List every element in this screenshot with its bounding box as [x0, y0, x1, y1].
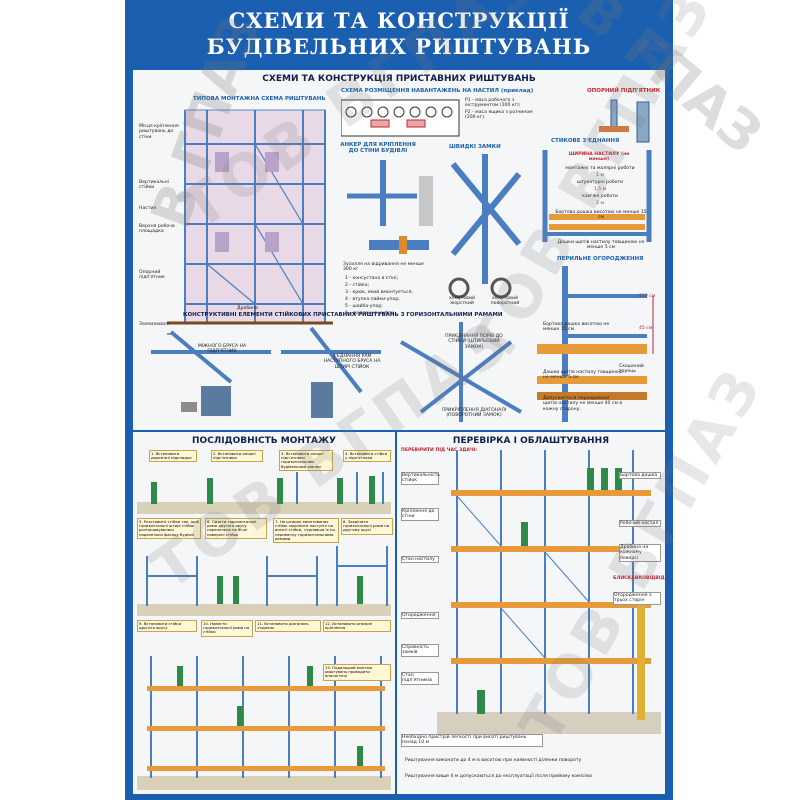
step-8: 8. Закріпити горизонтальні рами на друго…	[341, 518, 393, 535]
bottom-note-2: Риштування виконати до 4 м в висотою при…	[405, 758, 582, 763]
step-1: 1. Встановити дерев'яні підкладки	[149, 450, 197, 463]
step-6: 6. Одягти горизонтальні рами другого яру…	[205, 518, 267, 539]
load-scheme-diagram	[341, 99, 460, 137]
typical-scheme-title: ТИПОВА МОНТАЖНА СХЕМА РИШТУВАНЬ	[193, 96, 326, 102]
clamp-diagram	[448, 154, 522, 299]
elements-diagram	[151, 322, 523, 422]
step-9: 9. Встановити стійки другого ярусу	[137, 620, 197, 633]
scheme-label-ladder: Драбина	[237, 306, 258, 311]
step-5: 5. Розставити стійки так, щоб горизонтал…	[137, 518, 201, 539]
elements-title: КОНСТРУКТИВНІ ЕЛЕМЕНТИ СТІЙКОВИХ ПРИСТАВ…	[183, 312, 503, 318]
steps-row1-illustration	[137, 472, 391, 514]
anchor-diagram	[347, 160, 433, 254]
bottom-note-3: Риштування вище 4 м допускаються до експ…	[405, 774, 593, 779]
anchor-part-1: 1 - консустана в стіні;	[345, 276, 399, 281]
element-note-4: ПРИКРІПЛЕННЯ ДІАГОНАЛІ (ПОВОРОТНИЙ ЗАМОК…	[441, 408, 507, 419]
anchor-part-3: 3 - крюк, який вмонтується;	[345, 290, 413, 295]
poster: СХЕМИ ТА КОНСТРУКЦІЇ БУДІВЕЛЬНИХ РИШТУВА…	[125, 0, 673, 800]
scheme-label-5: Опорний підп'ятник	[139, 270, 165, 281]
plank-thickness-note: Дошки щитів настилу товщиною не менше 5 …	[543, 370, 623, 381]
anchor-part-6: 6 - кріплення муфти.	[345, 311, 396, 316]
clamp-swivel: хомутовий поворотний	[490, 296, 520, 307]
slope-note: Скошений торець	[619, 364, 644, 375]
poster-title-line1: СХЕМИ ТА КОНСТРУКЦІЇ	[228, 8, 570, 33]
steps-row3-illustration	[137, 656, 391, 790]
inspection-panel: ПЕРЕВІРКА І ОБЛАШТУВАННЯ ПЕРЕВІРИТИ ПІД …	[397, 432, 665, 794]
inspection-scaffold	[437, 450, 661, 734]
element-note-1: МІЖНОГО БРУСА НА ПІДП'ЯТНИК	[197, 344, 247, 355]
railing-title: ПЕРИЛЬНЕ ОГОРОДЖЕННЯ	[557, 256, 644, 262]
side-note-2: Кріплення до стіни	[401, 508, 439, 521]
clamp-rigid: хомутовий жорсткий	[449, 296, 475, 307]
deck-note-3: штукатурні роботи	[576, 180, 624, 185]
tension-note: Зусилля на відривання не менше 300 кг	[343, 262, 424, 273]
right-note-4: Огородження з трьох сторін	[613, 592, 661, 605]
check-label: ПЕРЕВІРИТИ ПІД ЧАС ЗДАЧІ:	[401, 448, 478, 453]
deck-note-6: 2 м	[596, 201, 604, 206]
step-4: 4. Встановити стійки у підп'ятники	[343, 450, 391, 463]
anchor-part-4: 4 - втулка пайки-упор;	[345, 297, 400, 302]
side-note-3: Стан настилу	[401, 556, 439, 564]
top-panel: СХЕМИ ТА КОНСТРУКЦІЯ ПРИСТАВНИХ РИШТУВАН…	[133, 70, 665, 430]
scheme-label-6: Заземлювач	[139, 322, 169, 327]
plank-note: Дошки щитів настилу товщиною не менше 5 …	[557, 240, 645, 251]
side-note-1: Вертикальність стійок	[401, 472, 440, 485]
element-note-2: З'ЄДНАННЯ РАМ НАСТУПНОГО БРУСА НА ШТИРІ …	[323, 354, 381, 370]
scheme-label-4: Верхня робоча площадка	[139, 224, 175, 235]
step-3: 3. Встановити опорні підп'ятники горизон…	[279, 450, 333, 471]
railing-height: 110 см	[639, 294, 656, 299]
joint-diagram	[542, 150, 652, 242]
right-note-3: Драбина на кожному поверсі	[619, 544, 661, 562]
side-note-5: Справність замків	[401, 644, 439, 657]
lightning-label: БЛИСКАВКОВІДВІД	[613, 576, 665, 581]
right-note-2: Робочий настил	[619, 520, 661, 528]
railing-diagram	[537, 266, 654, 422]
railing-mid: 45 см	[639, 326, 653, 331]
step-11: 11. Встановити діагональ з'єднань	[255, 620, 321, 633]
right-note-1: Бортова дошка	[619, 472, 661, 480]
railing-board-note: Бортова дошка висотою не менше 15 см	[543, 322, 610, 333]
top-panel-header: СХЕМИ ТА КОНСТРУКЦІЯ ПРИСТАВНИХ РИШТУВАН…	[262, 74, 536, 84]
assembly-panel: ПОСЛІДОВНІСТЬ МОНТАЖУ 1. Встановити дере…	[133, 432, 395, 794]
side-note-4: Огородження	[401, 612, 439, 620]
inspection-header: ПЕРЕВІРКА І ОБЛАШТУВАННЯ	[452, 436, 610, 446]
board-note: Бортова дошка висотою не менше 15 см	[555, 210, 647, 221]
poster-title-line2: БУДІВЕЛЬНИХ РИШТУВАНЬ	[206, 34, 592, 59]
step-12: 12. Встановити анкерні кріплення	[323, 620, 391, 633]
step-13: 13. Подальший монтаж риштувань проводити…	[323, 664, 391, 681]
anchor-title: АНКЕР ДЛЯ КРІПЛЕННЯ ДО СТІНИ БУДІВЛІ	[340, 142, 416, 154]
assembly-header: ПОСЛІДОВНІСТЬ МОНТАЖУ	[192, 436, 336, 446]
deck-width-title: ШИРИНА НАСТИЛУ (не менше)	[568, 152, 630, 163]
step-7: 7. На штирях змонтованих стійок закріпит…	[273, 518, 339, 543]
clamp-title: ШВИДКІ ЗАМКИ	[449, 144, 501, 150]
overlap-note: Допускається перекриваня щитів настилу н…	[543, 396, 623, 412]
support-title: ОПОРНИЙ ПІДП'ЯТНИК	[587, 88, 661, 94]
load-scheme-title: СХЕМА РОЗМІЩЕННЯ НАВАНТАЖЕНЬ НА НАСТИЛ (…	[341, 88, 534, 94]
joint-title: СТИКОВЕ З'ЄДНАННЯ	[551, 138, 620, 144]
element-note-3: ПРИЄДНАННЯ ПОРІВ ДО СТІЙКИ (ШТИРЬОВИЙ ЗА…	[445, 334, 503, 350]
step-2: 2. Встановити опорні підп'ятники	[211, 450, 263, 463]
support-diagram	[599, 99, 650, 143]
scheme-label-3: Настил	[139, 206, 157, 211]
anchor-part-2: 2 - стійка;	[345, 283, 370, 288]
deck-note-4: 1,5 м	[593, 187, 607, 192]
deck-note-5: кам'яні роботи	[582, 194, 618, 199]
side-note-6: Стан підп'ятників	[401, 672, 439, 685]
load-note-1: P1 - маса робочого з інструментом (100 к…	[465, 98, 521, 109]
step-10: 10. Навести горизонтальні рами на стійки	[201, 620, 253, 637]
bottom-note-1: Необхідно пристрій легкості при висоті р…	[401, 734, 543, 747]
deck-note-2: 1 м	[596, 173, 604, 178]
scheme-label-1: Місця кріплення риштувань до стіни	[139, 124, 179, 140]
steps-row2-illustration	[137, 546, 391, 616]
typical-scheme-diagram	[167, 109, 333, 335]
anchor-part-5: 5 - шайба-упор;	[345, 304, 383, 309]
deck-note-1: монтажні та малярні роботи	[565, 166, 635, 171]
load-note-2: P2 - маса ящика з розчином (200 кг).	[465, 110, 533, 121]
scheme-label-2: Вертикальні стійки	[139, 180, 170, 191]
